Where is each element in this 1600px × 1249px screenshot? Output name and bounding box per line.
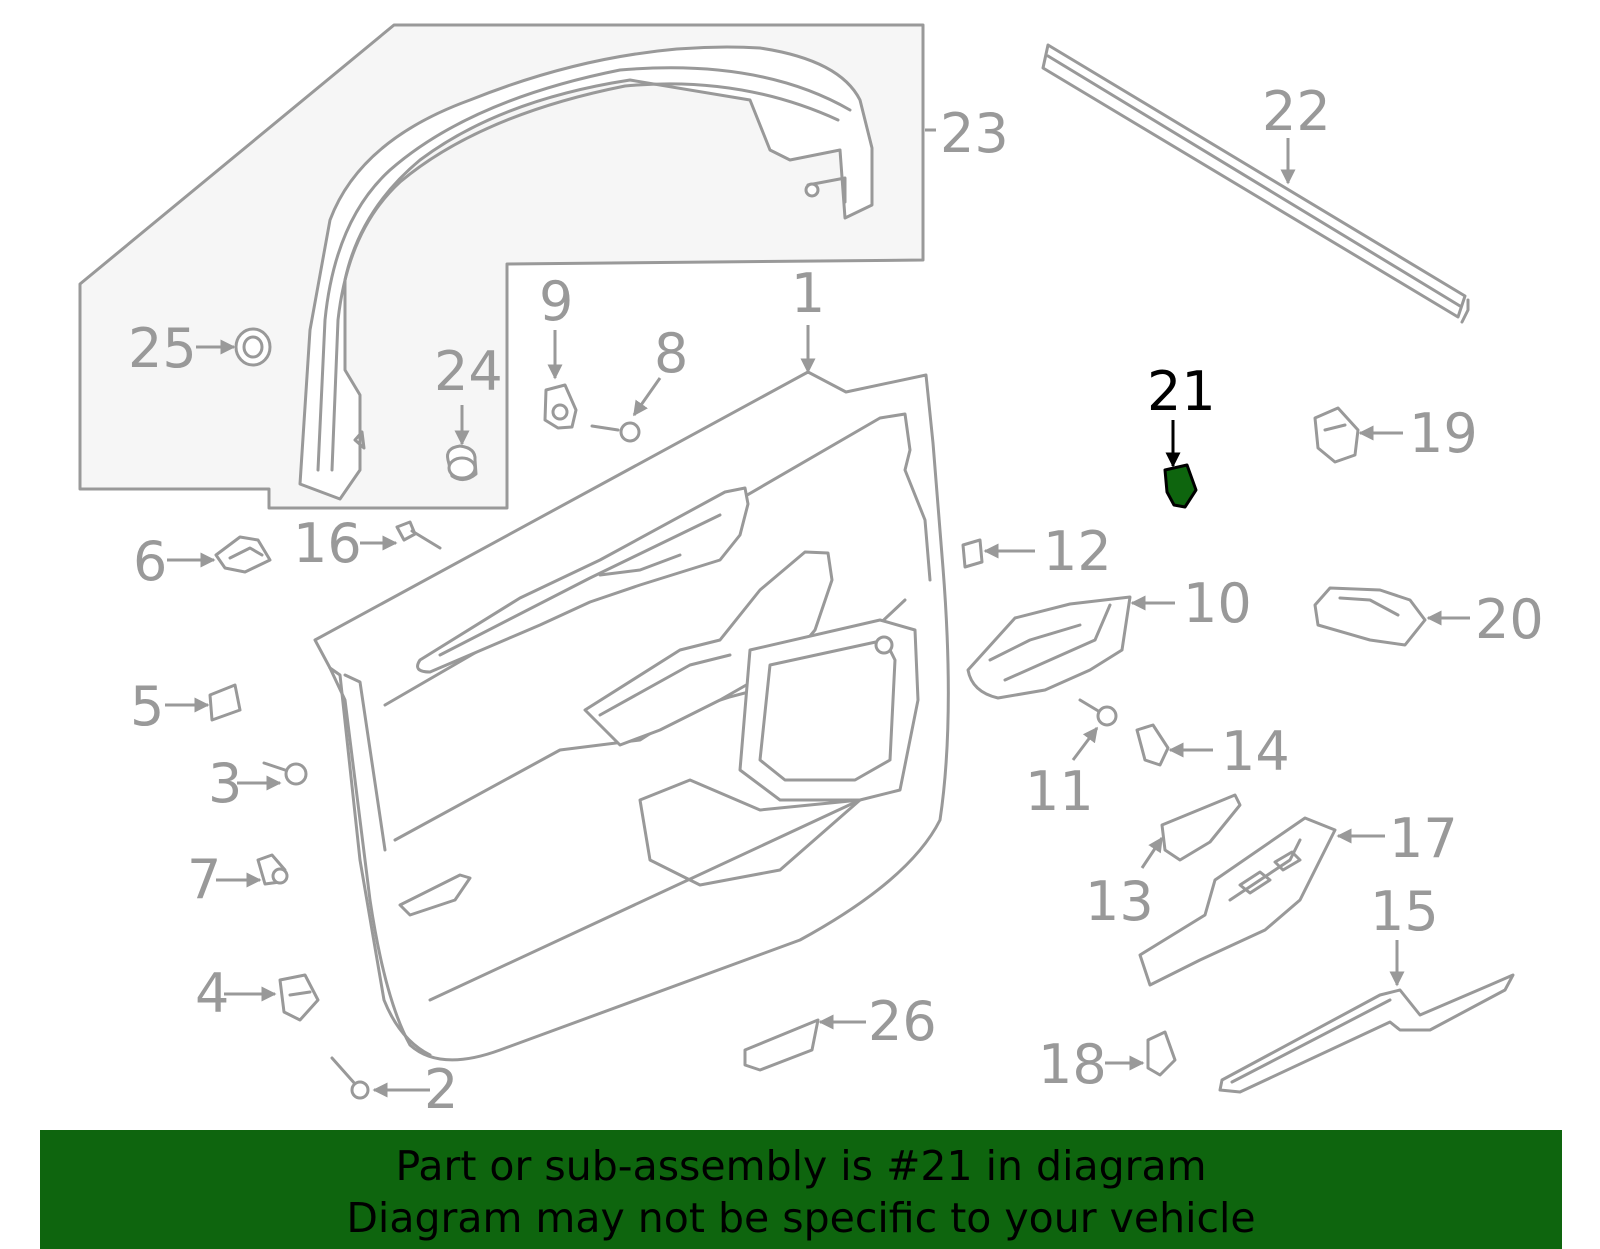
callout-11: 11 — [1025, 760, 1094, 823]
callout-15: 15 — [1370, 880, 1439, 943]
callout-8: 8 — [654, 322, 688, 385]
part-6-clip — [214, 535, 272, 574]
part-14-clip — [1135, 723, 1170, 767]
callout-21-highlighted: 21 — [1147, 360, 1216, 423]
callout-26: 26 — [868, 990, 937, 1053]
callout-12: 12 — [1043, 520, 1112, 583]
banner-line-1: Part or sub-assembly is #21 in diagram — [395, 1142, 1207, 1190]
callout-3: 3 — [208, 752, 242, 815]
callout-9: 9 — [539, 270, 573, 333]
part-11-screw — [1078, 698, 1118, 727]
part-21-highlighted — [1163, 463, 1198, 509]
banner-line-2: Diagram may not be specific to your vehi… — [346, 1194, 1256, 1242]
part-8-screw — [590, 421, 641, 443]
callout-6: 6 — [133, 530, 167, 593]
part-22-belt-moulding — [1041, 43, 1470, 324]
callout-16: 16 — [293, 512, 362, 575]
callout-13: 13 — [1085, 870, 1154, 933]
part-12-cap — [961, 538, 984, 569]
info-banner: Part or sub-assembly is #21 in diagram D… — [40, 1130, 1562, 1249]
callout-10: 10 — [1183, 572, 1252, 635]
part-23-frame-trim — [298, 45, 874, 501]
part-9-bracket — [543, 383, 578, 430]
part-24-push-clip — [446, 444, 478, 481]
part-1-door-trim-panel — [313, 370, 950, 1062]
part-5-cap — [208, 683, 242, 722]
callout-1: 1 — [791, 262, 825, 325]
callout-25: 25 — [128, 317, 197, 380]
callout-23: 23 — [940, 102, 1009, 165]
part-15-trim-strip — [1218, 973, 1515, 1094]
callout-4: 4 — [195, 962, 229, 1025]
callout-18: 18 — [1038, 1033, 1107, 1096]
callout-19: 19 — [1409, 402, 1478, 465]
part-13-trim-cover — [1160, 793, 1242, 862]
part-16-screw — [395, 520, 442, 550]
part-4-clip — [278, 973, 320, 1022]
callout-20: 20 — [1475, 588, 1544, 651]
part-17-switch-bezel — [1138, 816, 1337, 987]
callout-7: 7 — [187, 848, 221, 911]
part-25-grommet — [234, 327, 272, 367]
part-19-switch — [1313, 406, 1360, 464]
callout-5: 5 — [130, 675, 164, 738]
callout-22: 22 — [1262, 80, 1331, 143]
part-10-inside-handle — [966, 595, 1132, 700]
part-2-screw — [330, 1056, 370, 1100]
inset-panel-23 — [78, 23, 925, 510]
callout-2: 2 — [424, 1058, 458, 1121]
callout-24: 24 — [434, 340, 503, 403]
part-3-screw — [262, 761, 308, 786]
callout-14: 14 — [1221, 720, 1290, 783]
part-7-clip — [256, 853, 289, 886]
callout-17: 17 — [1389, 807, 1458, 870]
part-18-clip — [1146, 1030, 1177, 1077]
part-26-cover — [743, 1018, 820, 1072]
part-20-switch-assembly — [1313, 586, 1427, 647]
